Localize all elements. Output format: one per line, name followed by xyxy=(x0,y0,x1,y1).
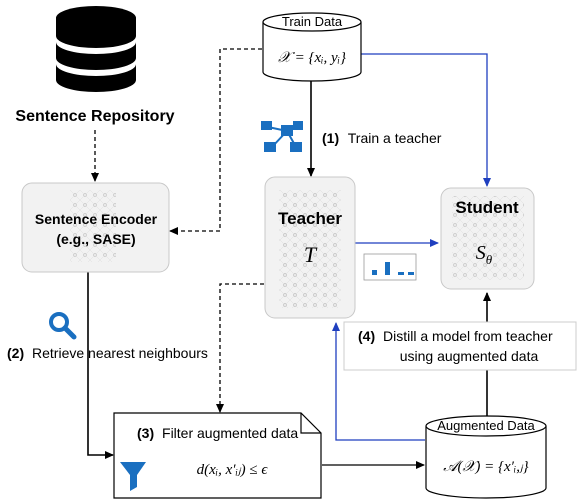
step3-label: (3) Filter augmented data xyxy=(137,425,298,441)
arrow-teacher-to-filter xyxy=(216,283,264,413)
train-data-cylinder: Train Data 𝒳 = {xᵢ, yᵢ} xyxy=(262,12,362,82)
encoder-line1: Sentence Encoder xyxy=(35,211,158,227)
student-symbol: Sθ xyxy=(476,242,493,267)
student-symbol-sub: θ xyxy=(486,252,493,267)
database-icon xyxy=(56,6,136,92)
step4-box: (4) Distill a model from teacher using a… xyxy=(343,321,577,371)
student-box: Student Sθ xyxy=(440,187,535,290)
connector-arrows xyxy=(87,48,491,469)
step4-line2: using augmented data xyxy=(400,348,539,364)
augmented-data-cylinder: Augmented Data 𝒜(𝒳) = {x′ᵢ,ⱼ} xyxy=(425,415,547,499)
teacher-box: Teacher T xyxy=(264,176,356,319)
encoder-line2: (e.g., SASE) xyxy=(56,231,135,247)
step3-text: Filter augmented data xyxy=(162,425,298,441)
arrow-encoder-to-filter xyxy=(87,272,114,459)
step4-number: (4) xyxy=(358,328,375,344)
step4-line1: (4) Distill a model from teacher xyxy=(358,328,553,344)
filter-document: (3) Filter augmented data d(xᵢ, x′ᵢⱼ) ≤ … xyxy=(113,412,322,499)
student-symbol-main: S xyxy=(476,242,486,264)
train-data-title: Train Data xyxy=(282,14,343,29)
step2-label: (2) Retrieve nearest neighbours xyxy=(7,345,208,361)
student-title: Student xyxy=(455,198,519,217)
arrow-augmented-to-teacher xyxy=(332,322,425,441)
repository-label: Sentence Repository xyxy=(15,108,174,125)
augmented-formula: 𝒜(𝒳) = {x′ᵢ,ⱼ} xyxy=(443,459,528,475)
step2-text: Retrieve nearest neighbours xyxy=(32,345,208,361)
filter-formula: d(xᵢ, x′ᵢⱼ) ≤ ϵ xyxy=(197,462,269,478)
filter-icon xyxy=(120,462,146,491)
arrow-traindata-to-student xyxy=(360,53,491,187)
step2-number: (2) xyxy=(7,345,24,361)
teacher-symbol: T xyxy=(304,242,318,267)
train-data-formula: 𝒳 = {xᵢ, yᵢ} xyxy=(278,50,346,66)
search-icon xyxy=(47,310,77,340)
step3-number: (3) xyxy=(137,425,154,441)
step1-number: (1) xyxy=(322,130,339,146)
step1-text: Train a teacher xyxy=(348,130,442,146)
arrow-traindata-to-encoder xyxy=(169,48,262,235)
step1-label: (1) Train a teacher xyxy=(322,130,442,146)
network-icon xyxy=(261,121,303,152)
bar-chart-icon xyxy=(363,253,417,281)
step4-text-line1: Distill a model from teacher xyxy=(383,328,553,344)
teacher-title: Teacher xyxy=(278,209,342,228)
augmented-title: Augmented Data xyxy=(437,418,535,433)
sentence-encoder-box: Sentence Encoder (e.g., SASE) xyxy=(21,182,170,273)
